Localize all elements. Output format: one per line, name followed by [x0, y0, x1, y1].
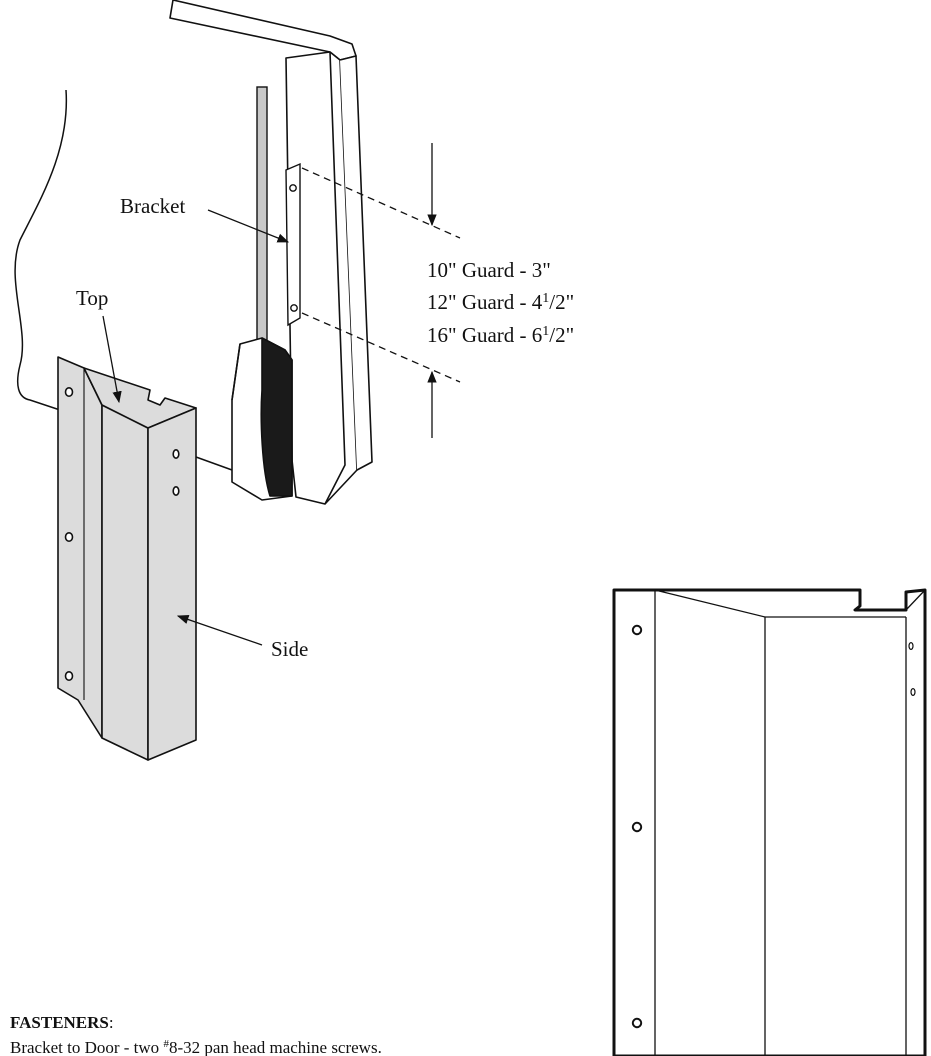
- flat-hole-5: [910, 687, 916, 696]
- dimension-10-guard: 10" Guard - 3": [427, 258, 551, 282]
- flat-hole-3: [631, 1017, 643, 1029]
- fasteners-line-1-a: Bracket to Door - two: [10, 1038, 163, 1056]
- guard-face-hole-2: [172, 485, 180, 496]
- fasteners-heading-text: FASTENERS: [10, 1013, 109, 1032]
- fasteners-line-1: Bracket to Door - two #8-32 pan head mac…: [10, 1038, 382, 1056]
- cutaway-outline: [14, 89, 68, 411]
- dimension-lines: [301, 143, 461, 438]
- fasteners-heading-colon: :: [109, 1013, 114, 1032]
- fasteners-line-1-b: 8-32 pan head machine screws.: [169, 1038, 382, 1056]
- guard-flat-view: [612, 588, 927, 1056]
- flat-hole-2: [631, 821, 643, 833]
- guard-flange-hole-1: [64, 386, 74, 397]
- guard-flange-hole-2: [64, 531, 74, 542]
- dimension-12-guard: 12" Guard - 41/2": [427, 290, 574, 314]
- leader-arrows: [102, 209, 290, 646]
- fasteners-line-1-sup: #: [163, 1038, 169, 1050]
- dim-12-frac-num: 1: [542, 291, 549, 306]
- guard-flange-hole-3: [64, 670, 74, 681]
- dim-12-frac-den: /2": [549, 290, 574, 314]
- bracket-hole-top: [289, 184, 297, 192]
- dim-16-frac-den: /2": [549, 323, 574, 347]
- flat-hole-4: [908, 641, 914, 650]
- side-label: Side: [271, 637, 308, 661]
- guard-3d: [57, 356, 197, 761]
- cutaway-line-lower: [195, 456, 233, 471]
- bracket-label: Bracket: [120, 194, 185, 218]
- dim-16-frac-num: 1: [542, 324, 549, 339]
- bracket-leader: [207, 209, 290, 243]
- flat-hole-1: [631, 624, 643, 636]
- guard-face-hole-1: [172, 448, 180, 459]
- top-label: Top: [76, 286, 108, 310]
- fasteners-heading: FASTENERS:: [10, 1013, 114, 1032]
- side-leader: [176, 615, 263, 646]
- dimension-16-guard: 16" Guard - 61/2": [427, 323, 574, 347]
- rod: [256, 86, 268, 353]
- dim-12-main: 12" Guard - 4: [427, 290, 543, 314]
- top-leader: [102, 315, 122, 404]
- dim-16-main: 16" Guard - 6: [427, 323, 542, 347]
- bracket-plate: [285, 162, 301, 327]
- door: [169, 0, 373, 505]
- rod-end-block: [231, 337, 293, 501]
- bracket-hole-bottom: [290, 304, 298, 312]
